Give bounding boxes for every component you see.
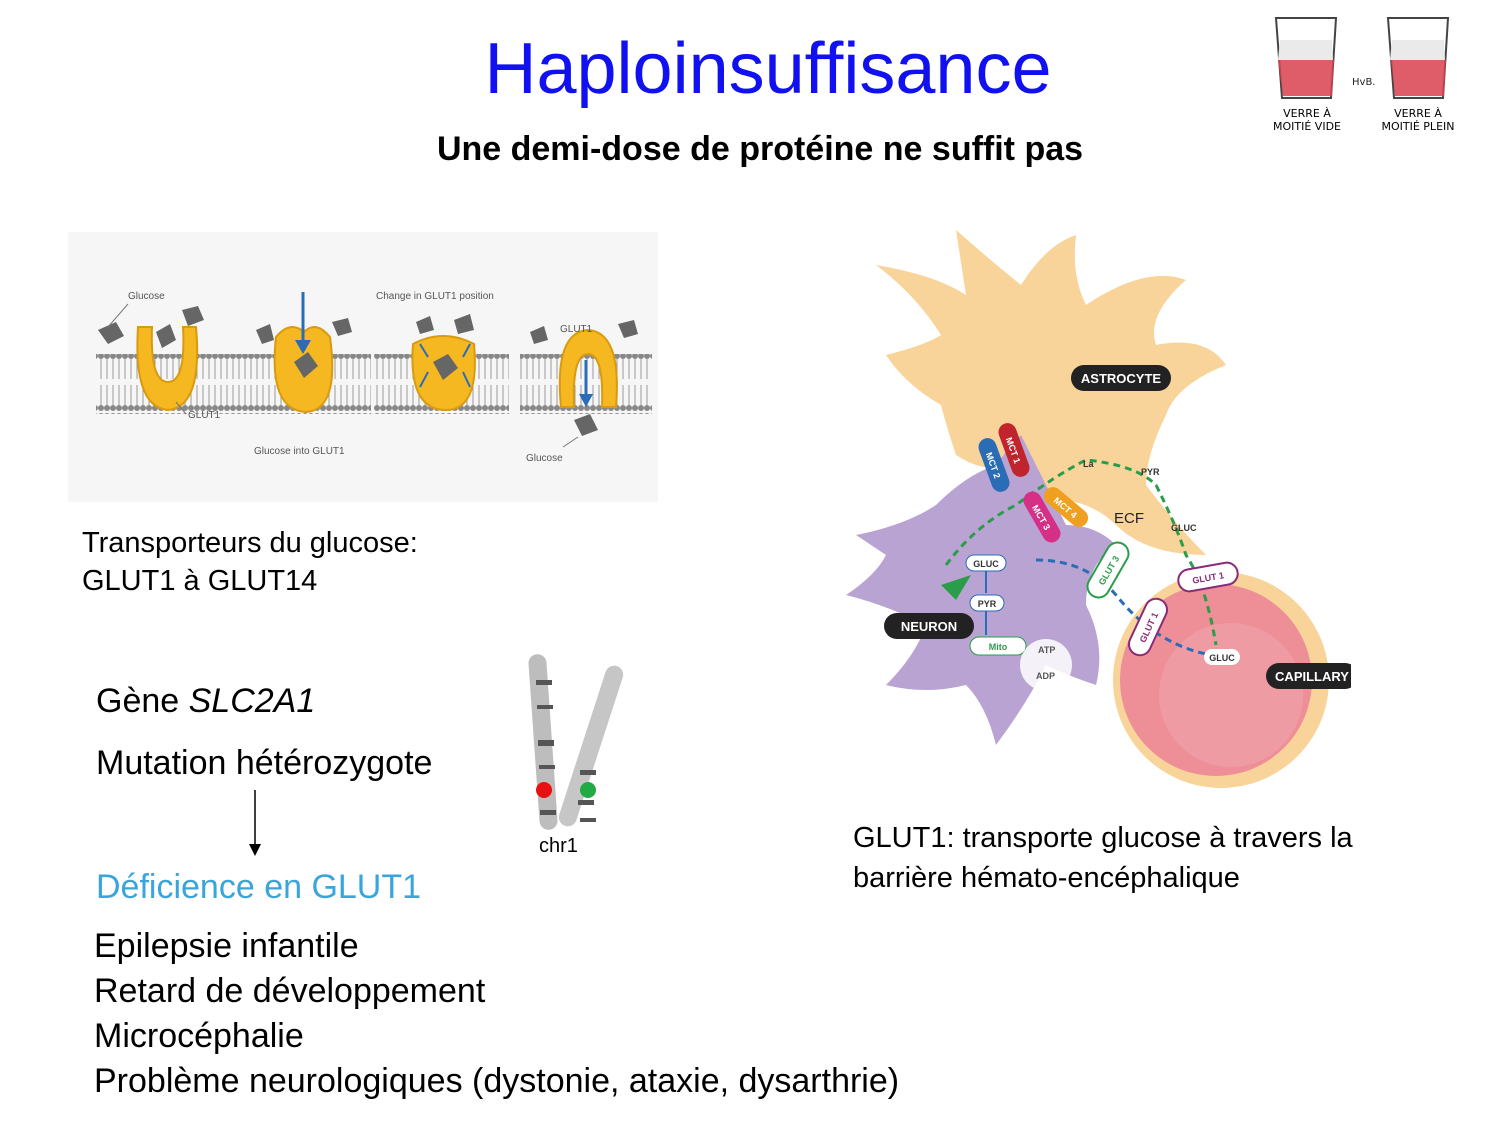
- gene-line: Gène SLC2A1: [96, 682, 316, 720]
- astrocyte-label: ASTROCYTE: [1081, 371, 1162, 386]
- gene-name: SLC2A1: [188, 682, 316, 720]
- symptom-item: Problème neurologiques (dystonie, ataxie…: [94, 1062, 900, 1100]
- atp-label: ATP: [1038, 645, 1055, 655]
- glasses-signature: HvB.: [1352, 77, 1375, 88]
- symptom-item: Microcéphalie: [94, 1017, 304, 1055]
- pyr-neuron-label: PYR: [978, 599, 997, 609]
- symptom-item: Retard de développement: [94, 972, 486, 1010]
- glut-mechanism-figure: Glucose Change in GLUT1 position GLUT1 G…: [68, 232, 658, 502]
- glasses-cartoon: HvB. VERRE À MOITIÉ VIDE VERRE À MOITIÉ …: [1268, 10, 1488, 145]
- symptom-list: Epilepsie infantile Retard de développem…: [94, 924, 899, 1104]
- glass-left-label: VERRE À MOITIÉ VIDE: [1273, 107, 1341, 133]
- mito-label: Mito: [989, 642, 1008, 652]
- allele-normal-dot: [580, 782, 596, 798]
- label-change-position: Change in GLUT1 position: [376, 291, 494, 302]
- gluc-neuron-label: GLUC: [973, 559, 999, 569]
- chromosome-image: [520, 650, 630, 840]
- allele-mutant-dot: [536, 782, 552, 798]
- adp-label: ADP: [1036, 671, 1055, 681]
- down-arrow-icon: [249, 790, 261, 856]
- glut-mechanism-illustration: Glucose Change in GLUT1 position GLUT1 G…: [96, 291, 652, 464]
- glass-right-label: VERRE À MOITIÉ PLEIN: [1381, 107, 1455, 133]
- label-glucose-into: Glucose into GLUT1: [254, 446, 345, 457]
- chromosome-label: chr1: [539, 835, 578, 857]
- pyr-top-label: PYR: [1141, 467, 1160, 477]
- label-glut1-b: GLUT1: [560, 324, 593, 335]
- capillary-label: CAPILLARY: [1275, 669, 1349, 684]
- label-glucose-out: Glucose: [526, 453, 563, 464]
- la-label: La: [1083, 459, 1094, 469]
- glut1-caption: GLUT1: transporte glucose à travers la b…: [853, 822, 1353, 894]
- label-glut1-a: GLUT1: [188, 410, 221, 421]
- gluc-capillary-label: GLUC: [1209, 653, 1235, 663]
- page-subtitle: Une demi-dose de protéine ne suffit pas: [436, 130, 1084, 168]
- deficiency-heading: Déficience en GLUT1: [96, 868, 422, 906]
- mutation-line: Mutation hétérozygote: [96, 744, 433, 782]
- blood-brain-barrier-figure: ASTROCYTE NEURON CAPILLARY ECF La PYR GL…: [846, 225, 1358, 815]
- transporter-caption: Transporteurs du glucose: GLUT1 à GLUT14: [82, 527, 418, 597]
- glasses-illustration: HvB.: [1274, 17, 1450, 99]
- neuron-label: NEURON: [901, 619, 957, 634]
- blood-brain-barrier-illustration: ASTROCYTE NEURON CAPILLARY ECF La PYR GL…: [846, 230, 1358, 788]
- label-glucose: Glucose: [128, 291, 165, 302]
- symptom-item: Epilepsie infantile: [94, 927, 359, 965]
- page-title: Haploinsuffisance: [484, 29, 1052, 109]
- chromosome-icon: [528, 654, 624, 830]
- ecf-label: ECF: [1114, 510, 1144, 527]
- gluc-top-label: GLUC: [1171, 523, 1197, 533]
